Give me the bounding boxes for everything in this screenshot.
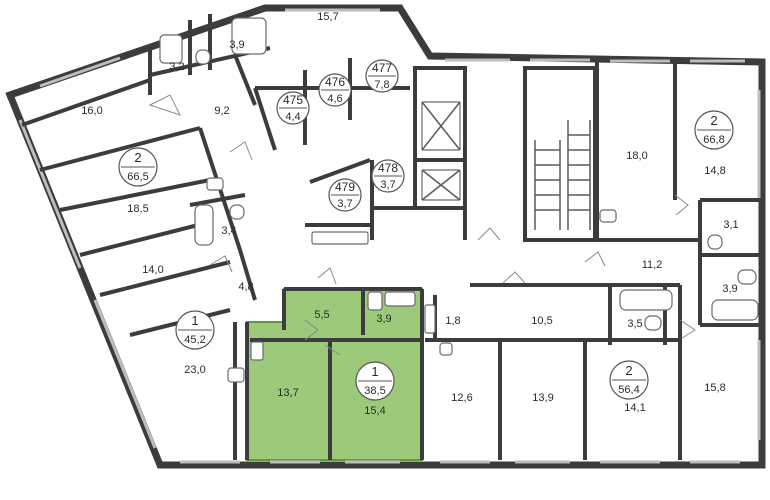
apartment-area: 45,2 xyxy=(184,334,205,346)
outer-walls xyxy=(5,4,766,469)
storage-number: 475 xyxy=(283,93,303,107)
fixtures xyxy=(159,17,759,383)
storage-number: 478 xyxy=(378,161,398,175)
storage-area: 3,7 xyxy=(380,179,395,191)
room-area-labels: 15,7 3,9 3,2 16,0 9,2 18,5 3,4 14,0 4,8 … xyxy=(81,11,738,417)
room-area: 3,5 xyxy=(627,318,642,330)
staircase xyxy=(534,120,591,230)
apartment-badge[interactable]: 1 45,2 xyxy=(175,310,215,350)
storage-badge[interactable]: 476 4,6 xyxy=(318,73,352,107)
apartment-rooms: 2 xyxy=(134,150,141,165)
room-area: 9,2 xyxy=(214,105,229,117)
apartment-rooms: 1 xyxy=(191,313,198,328)
storage-badge[interactable]: 479 3,7 xyxy=(328,178,362,212)
storage-number: 477 xyxy=(372,61,392,75)
room-area: 3,1 xyxy=(723,219,738,231)
room-area: 13,9 xyxy=(532,392,553,404)
highlight-fill xyxy=(246,288,423,461)
apartment-rooms: 1 xyxy=(371,364,378,379)
room-area: 15,8 xyxy=(704,382,725,394)
room-area: 4,8 xyxy=(238,281,253,293)
storage-badge[interactable]: 478 3,7 xyxy=(371,159,405,193)
apartment-badge[interactable]: 2 66,8 xyxy=(694,110,734,150)
apartment-badges: 2 66,5 1 45,2 1 38,5 2 56,4 2 66,8 xyxy=(118,110,734,401)
doors xyxy=(148,94,696,356)
apartment-area: 66,8 xyxy=(703,134,724,146)
room-area: 11,2 xyxy=(642,259,663,271)
storage-badge[interactable]: 475 4,4 xyxy=(276,91,310,125)
room-area: 23,0 xyxy=(184,364,205,376)
apartment-rooms: 2 xyxy=(625,363,632,378)
storage-badge[interactable]: 477 7,8 xyxy=(365,59,399,93)
room-area: 1,8 xyxy=(445,315,460,327)
room-area: 3,2 xyxy=(169,61,184,73)
storage-number: 479 xyxy=(335,180,355,194)
apartment-area: 66,5 xyxy=(127,171,148,183)
room-area: 5,5 xyxy=(314,309,329,321)
storage-area: 3,7 xyxy=(337,198,352,210)
room-area: 14,1 xyxy=(624,402,645,414)
room-area: 15,7 xyxy=(317,11,338,23)
apartment-rooms: 2 xyxy=(710,113,717,128)
apartment-badge[interactable]: 2 56,4 xyxy=(609,360,649,400)
room-area: 13,7 xyxy=(277,387,298,399)
room-area: 15,4 xyxy=(364,405,385,417)
storage-number: 476 xyxy=(325,75,345,89)
room-area: 3,4 xyxy=(221,225,236,237)
room-area: 3,9 xyxy=(722,283,737,295)
room-area: 12,6 xyxy=(451,392,472,404)
room-area: 14,8 xyxy=(704,165,725,177)
room-area: 3,9 xyxy=(229,39,244,51)
room-area: 3,9 xyxy=(376,313,391,325)
room-area: 18,5 xyxy=(127,203,148,215)
room-area: 14,0 xyxy=(142,264,163,276)
room-area: 10,5 xyxy=(531,315,552,327)
apartment-badge-selected[interactable]: 1 38,5 xyxy=(355,361,395,401)
storage-badges: 475 4,4 476 4,6 477 7,8 478 3,7 479 3,7 xyxy=(276,59,405,212)
selected-apartment-highlight[interactable] xyxy=(246,288,423,461)
room-area: 16,0 xyxy=(81,105,102,117)
apartment-badge[interactable]: 2 66,5 xyxy=(118,147,158,187)
room-area: 18,0 xyxy=(626,150,647,162)
storage-area: 4,6 xyxy=(327,93,342,105)
apartment-area: 56,4 xyxy=(618,384,639,396)
apartment-area: 38,5 xyxy=(364,385,385,397)
storage-area: 7,8 xyxy=(374,79,389,91)
storage-area: 4,4 xyxy=(285,111,300,123)
